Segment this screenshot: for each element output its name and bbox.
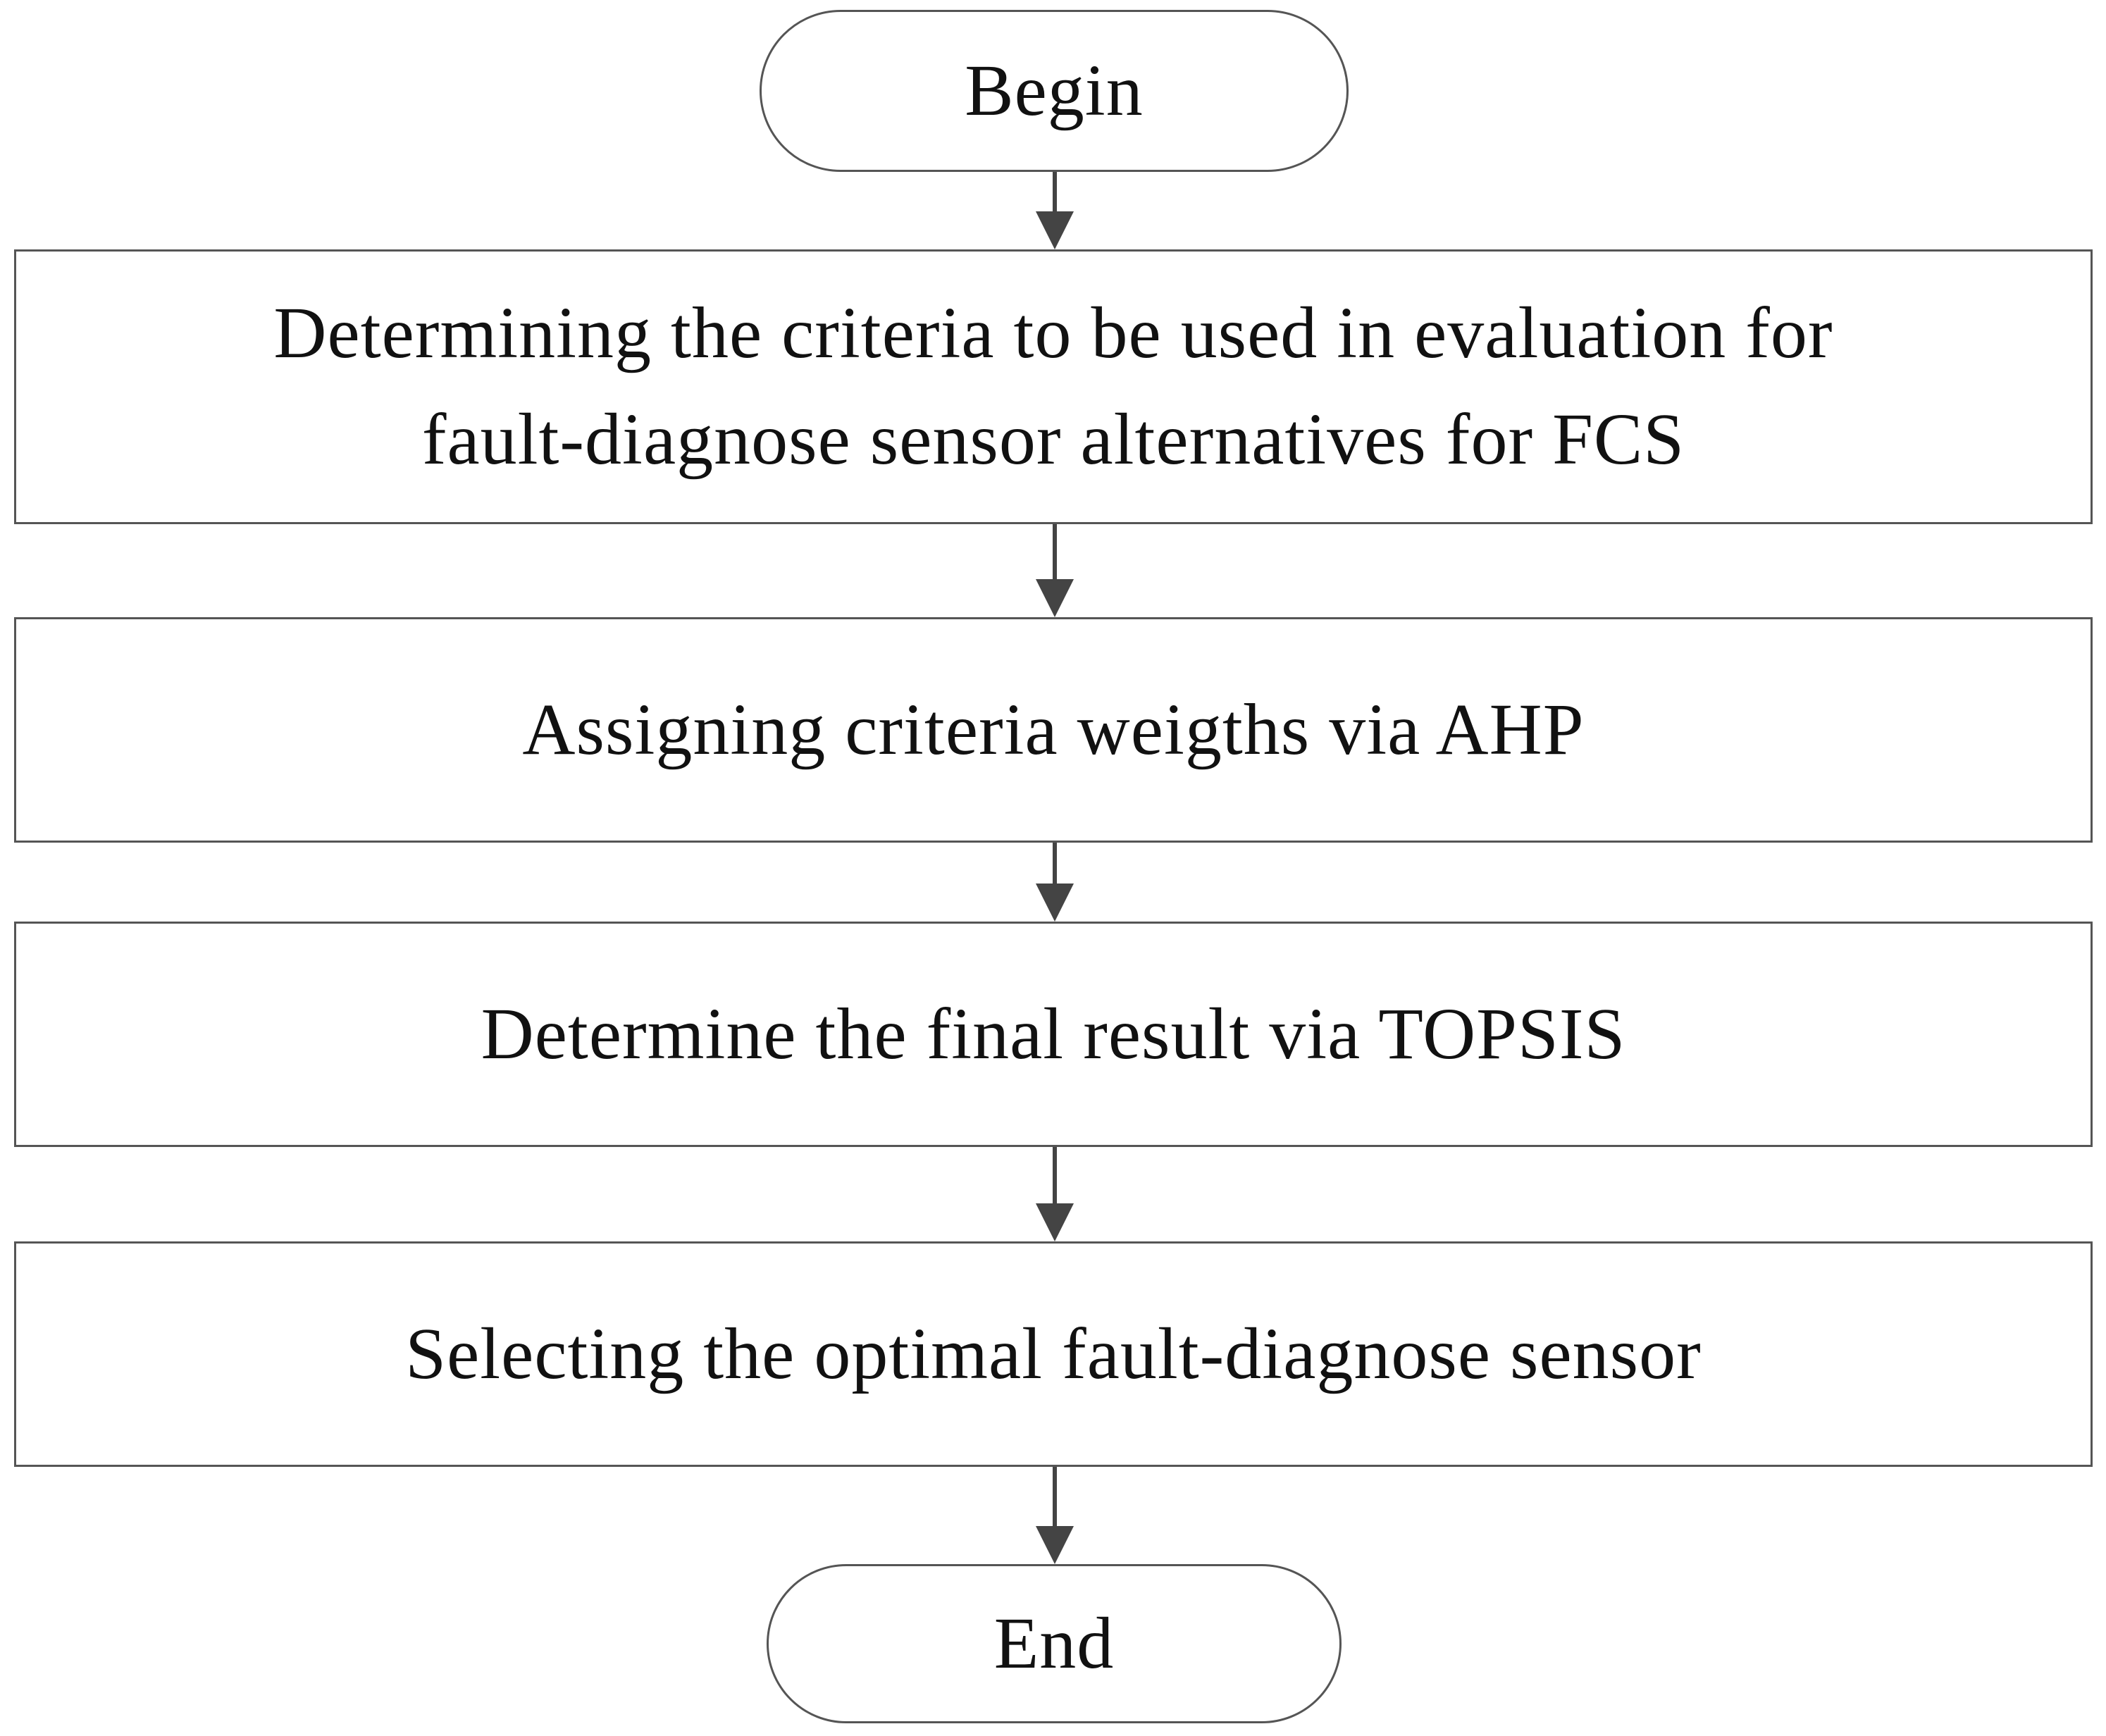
arrow-step1-to-step2 <box>1036 524 1074 617</box>
arrow-step2-to-step3 <box>1036 843 1074 922</box>
step-determine-criteria-text: Determining the criteria to be used in e… <box>273 280 1833 493</box>
step-final-result: Determine the final result via TOPSIS <box>14 922 2093 1147</box>
end-terminal: End <box>767 1564 1342 1723</box>
end-label: End <box>993 1602 1115 1684</box>
begin-label: Begin <box>965 49 1144 131</box>
step-select-sensor: Selecting the optimal fault-diagnose sen… <box>14 1241 2093 1467</box>
begin-terminal: Begin <box>760 10 1349 172</box>
step-select-sensor-text: Selecting the optimal fault-diagnose sen… <box>405 1313 1702 1394</box>
step-determine-criteria-line-1: Determining the criteria to be used in e… <box>273 292 1833 374</box>
arrow-step4-to-end <box>1036 1467 1074 1564</box>
step-determine-criteria: Determining the criteria to be used in e… <box>14 249 2093 524</box>
step-assign-weights-text: Assigning criteria weigths via AHP <box>522 688 1585 770</box>
arrow-step3-to-step4 <box>1036 1147 1074 1241</box>
step-final-result-text: Determine the final result via TOPSIS <box>481 993 1626 1074</box>
step-assign-weights: Assigning criteria weigths via AHP <box>14 617 2093 843</box>
arrow-begin-to-step1 <box>1036 172 1074 249</box>
step-determine-criteria-line-2: fault-diagnose sensor alternatives for F… <box>421 399 1685 480</box>
